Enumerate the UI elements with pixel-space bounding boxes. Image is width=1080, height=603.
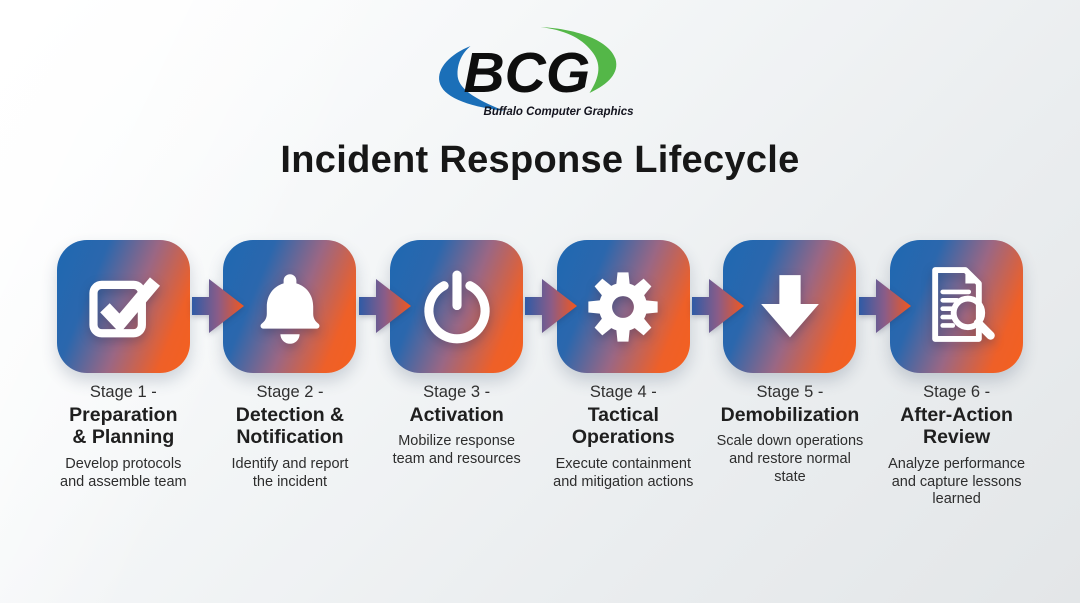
stage-title: Preparation & Planning xyxy=(69,403,178,449)
flow-arrow-icon xyxy=(358,279,411,333)
bcg-logo: BCG Buffalo Computer Graphics xyxy=(433,26,648,127)
flow-arrow-icon xyxy=(858,279,911,333)
bell-icon xyxy=(260,273,320,344)
stage-label: Stage 3 - xyxy=(423,383,491,401)
power-icon xyxy=(423,270,490,343)
logo-blue-swoosh-icon xyxy=(439,46,505,111)
stage-6-box xyxy=(890,240,1024,373)
stage-2-box xyxy=(223,240,357,373)
checkbox-check-icon xyxy=(89,276,161,337)
bcg-logo-icon: BCG Buffalo Computer Graphics xyxy=(439,27,634,118)
stage-label: Stage 6 - xyxy=(923,383,991,401)
stage-description: Develop protocols and assemble team xyxy=(60,456,187,490)
stage-title: Demobilization xyxy=(720,403,860,426)
stage-label: Stage 1 - xyxy=(89,383,157,401)
stages-row: Stage 1 - Preparation & Planning Develop… xyxy=(40,240,1040,509)
stage-4-box xyxy=(556,240,690,373)
stage-4-column: Stage 4 - Tactical Operations Execute co… xyxy=(540,240,707,509)
stage-1-box xyxy=(56,240,190,373)
stage-title: Detection & Notification xyxy=(235,403,345,449)
page-title: Incident Response Lifecycle xyxy=(280,139,800,181)
flow-arrow-icon xyxy=(192,279,244,333)
stage-2-column: Stage 2 - Detection & Notification Ident… xyxy=(207,240,374,509)
logo-tagline: Buffalo Computer Graphics xyxy=(484,106,634,118)
stage-description: Analyze performance and capture lessons … xyxy=(888,456,1026,508)
stage-label: Stage 4 - xyxy=(589,383,657,401)
flow-arrow-icon xyxy=(692,279,744,333)
gear-icon xyxy=(588,271,658,342)
stage-5-column: Stage 5 - Demobilization Scale down oper… xyxy=(707,240,874,509)
stage-1-column: Stage 1 - Preparation & Planning Develop… xyxy=(40,240,207,509)
stage-6-column: Stage 6 - After-Action Review Analyze pe… xyxy=(873,240,1040,509)
stage-3-column: Stage 3 - Activation Mobilize response t… xyxy=(373,240,540,509)
document-search-icon xyxy=(931,266,995,342)
stage-description: Execute containment and mitigation actio… xyxy=(553,456,694,490)
stage-description: Mobilize response team and resources xyxy=(392,433,521,468)
stage-description: Identify and report the incident xyxy=(231,456,349,490)
logo-text: BCG xyxy=(464,41,591,105)
stage-label: Stage 5 - xyxy=(756,383,824,401)
stage-3-box xyxy=(390,240,524,373)
stage-description: Scale down operations and restore normal… xyxy=(716,433,864,485)
flow-arrow-icon xyxy=(525,279,578,333)
stage-5-box xyxy=(723,240,857,373)
stage-title: Tactical Operations xyxy=(571,403,675,449)
down-arrow-icon xyxy=(761,274,819,337)
stage-title: Activation xyxy=(409,403,504,426)
logo-green-swoosh-icon xyxy=(540,27,617,93)
stage-label: Stage 2 - xyxy=(256,383,324,401)
stage-title: After-Action Review xyxy=(900,403,1013,449)
